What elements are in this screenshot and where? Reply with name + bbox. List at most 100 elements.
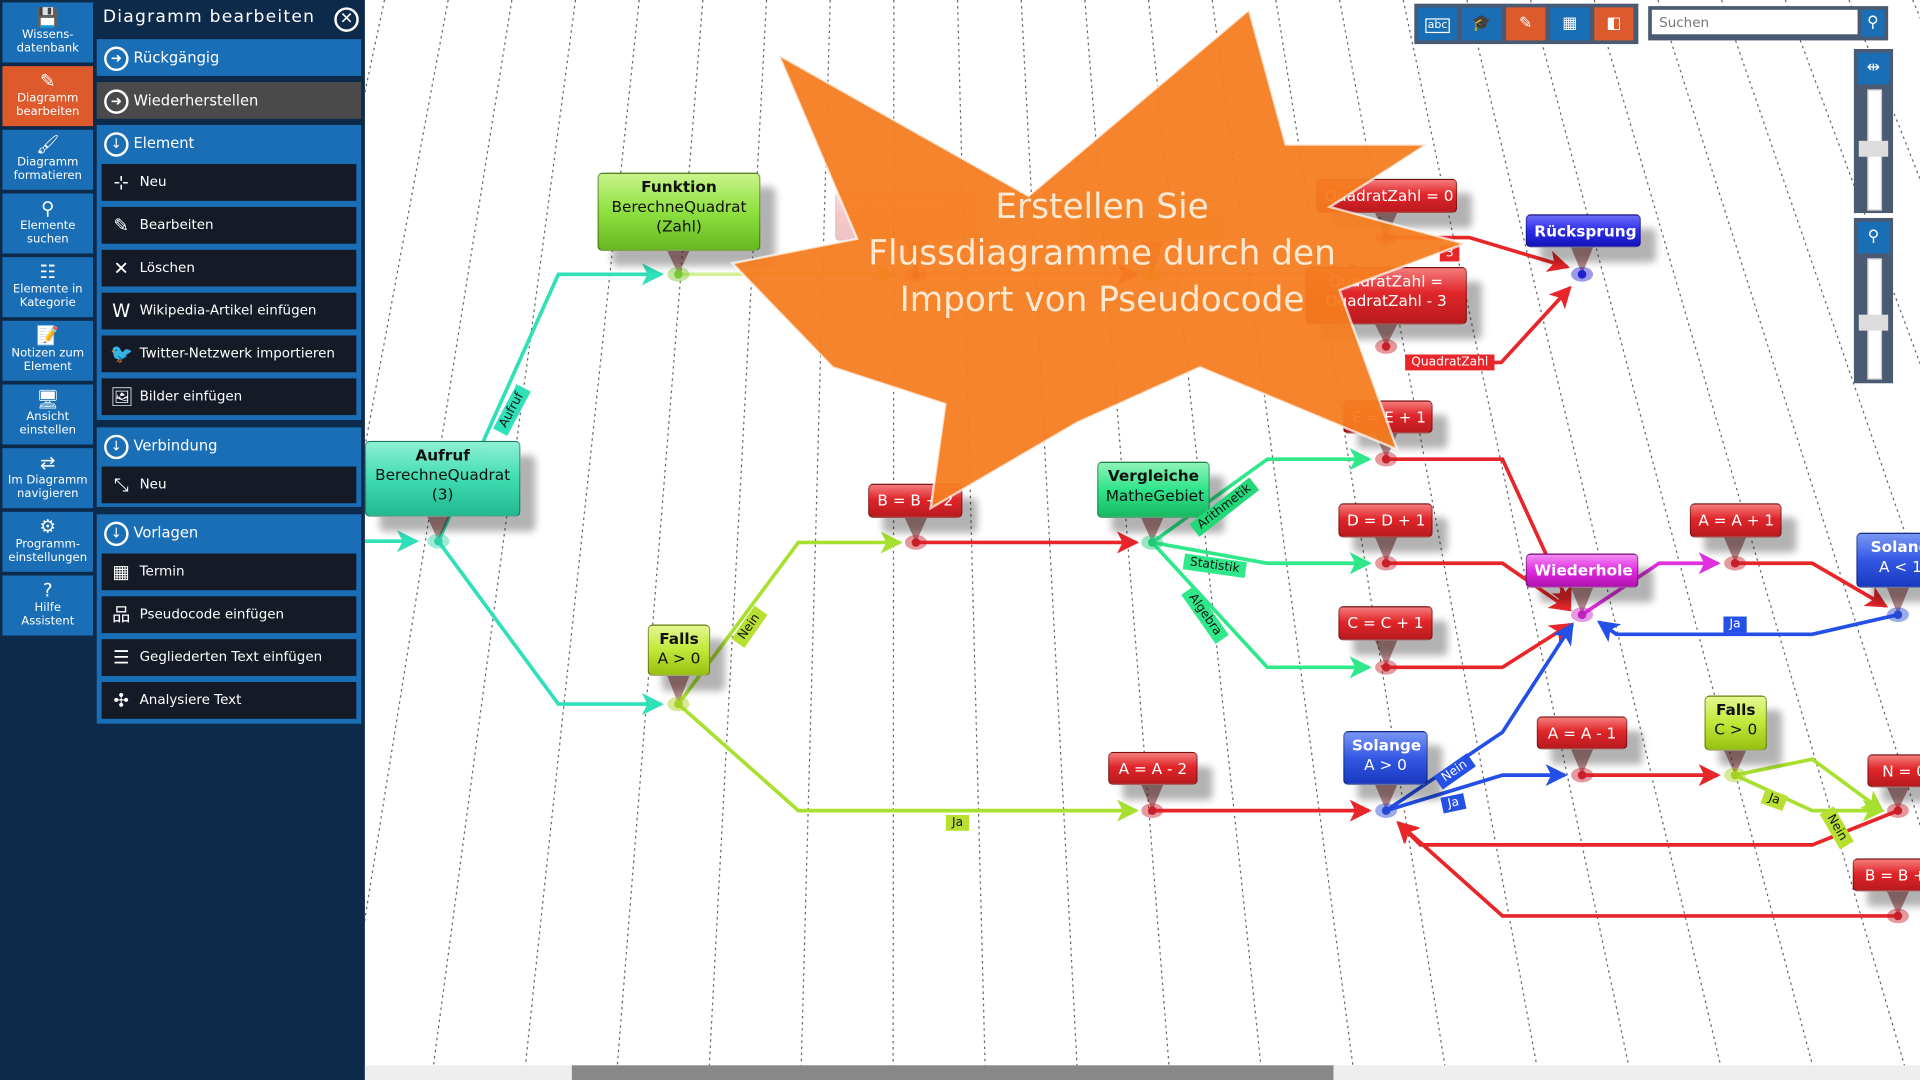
nav-label: Hilfe Assistent <box>21 601 75 628</box>
search-box: ⚲ <box>1648 6 1889 41</box>
new-connection-icon: ⤡ <box>113 473 129 496</box>
connection-edge[interactable] <box>1150 541 1372 679</box>
item-label: Löschen <box>139 259 195 276</box>
templates-item[interactable]: ☰Gegliederten Text einfügen <box>101 639 357 676</box>
spacing-icon[interactable]: ⇹ <box>1857 52 1890 85</box>
node-n0[interactable]: N = 0 <box>1867 754 1920 788</box>
learn-button[interactable]: 🎓 <box>1462 7 1502 41</box>
node-aa1m[interactable]: A = A - 1 <box>1536 716 1628 750</box>
zoom-icon[interactable]: ⚲ <box>1857 221 1890 254</box>
element-header[interactable]: ↓Element <box>97 125 361 162</box>
connection-edge[interactable] <box>1386 622 1573 670</box>
connection-edge[interactable] <box>1734 773 1885 822</box>
wikipedia-icon: W <box>112 300 131 323</box>
banner-line: Flussdiagramme durch den <box>868 232 1336 274</box>
node-anchor-dot <box>1147 538 1157 547</box>
node-ee1[interactable]: E = E + 1 <box>1343 400 1433 434</box>
node-anchor-dot <box>1381 806 1391 815</box>
outline-icon: ☰ <box>112 646 130 669</box>
nav-brush[interactable]: 🖌Diagramm formatieren <box>2 129 94 190</box>
scrollbar-thumb[interactable] <box>571 1065 1334 1080</box>
element-item[interactable]: 🖼Bilder einfügen <box>101 378 357 416</box>
connection-edge[interactable] <box>677 702 1140 822</box>
brush-icon: 🖌 <box>36 133 60 156</box>
gears-icon: ⚙ <box>39 515 56 538</box>
search-input[interactable] <box>1651 9 1858 35</box>
node-bbp[interactable]: B = B + <box>1852 858 1920 892</box>
item-label: Bilder einfügen <box>139 388 243 405</box>
connection-edge[interactable] <box>1735 561 1889 608</box>
templates-item[interactable]: ▦Termin <box>101 553 357 591</box>
horizontal-scrollbar[interactable] <box>364 1065 1920 1080</box>
connection-edge[interactable] <box>1451 285 1572 365</box>
connection-edge[interactable] <box>1581 552 1721 617</box>
node-anchor-dot <box>1577 270 1587 279</box>
table-button[interactable]: ▦ <box>1550 7 1590 41</box>
element-item[interactable]: ⊹Neu <box>101 164 357 201</box>
element-item[interactable]: ✕Löschen <box>101 249 357 287</box>
node-pointer <box>1571 749 1594 776</box>
search-button[interactable]: ⚲ <box>1861 9 1885 37</box>
node-pointer <box>667 675 690 705</box>
nav-help[interactable]: ?Hilfe Assistent <box>2 575 94 636</box>
connection-edge[interactable] <box>1385 622 1574 813</box>
nav-save[interactable]: 💾Wissens- datenbank <box>2 2 94 63</box>
grid-line <box>430 0 577 1080</box>
connection-edge[interactable] <box>1386 561 1573 612</box>
node-ruecksprung[interactable]: Rücksprung <box>1525 214 1641 248</box>
nav-pencil[interactable]: ✎Diagramm bearbeiten <box>2 66 94 127</box>
templates-item[interactable]: ✣Analysiere Text <box>101 682 357 719</box>
connection-edge[interactable] <box>1596 612 1899 643</box>
layout-slider-thumb[interactable] <box>1858 140 1889 157</box>
banner-line: Import von Pseudocode <box>899 279 1305 320</box>
connection-edge[interactable] <box>676 531 903 706</box>
connection-item[interactable]: ⤡Neu <box>101 466 357 504</box>
connection-header[interactable]: ↓Verbindung <box>97 427 361 464</box>
node-anchor-dot <box>434 536 443 546</box>
element-item[interactable]: 🐦Twitter-Netzwerk importieren <box>101 335 357 373</box>
node-dd1[interactable]: D = D + 1 <box>1338 503 1433 538</box>
close-icon[interactable]: ✕ <box>334 7 359 32</box>
connection-edge[interactable] <box>1734 757 1885 813</box>
connection-edge[interactable] <box>1396 821 1898 918</box>
edit-button[interactable]: ✎ <box>1506 7 1546 41</box>
node-aa1p[interactable]: A = A + 1 <box>1689 503 1782 538</box>
nav-gears[interactable]: ⚙Programm- einstellungen <box>2 511 94 572</box>
node-text: A = A - 1 <box>1547 723 1617 743</box>
node-text: C > 0 <box>1714 720 1758 739</box>
nav-arrows[interactable]: ⇄Im Diagramm navigieren <box>2 448 94 509</box>
layout-button[interactable]: ◧ <box>1594 7 1634 41</box>
node-anchor-dot <box>1381 558 1391 568</box>
text-view-button[interactable]: abc <box>1417 7 1458 41</box>
undo-button[interactable]: ➜Rückgängig <box>96 39 362 76</box>
templates-header[interactable]: ↓Vorlagen <box>97 514 361 551</box>
nav-search[interactable]: ⚲Elemente suchen <box>2 193 94 254</box>
nav-label: Elemente in Kategorie <box>12 282 83 310</box>
element-item[interactable]: ✎Bearbeiten <box>101 206 357 244</box>
nav-monitor[interactable]: 🖥Ansicht einstellen <box>2 384 94 445</box>
node-pointer <box>1141 784 1164 811</box>
node-aa2[interactable]: A = A - 2 <box>1108 751 1198 785</box>
connection-edge[interactable] <box>436 540 664 716</box>
node-cc1[interactable]: C = C + 1 <box>1338 606 1433 641</box>
connection-edge[interactable] <box>1385 764 1568 813</box>
node-wiederhole[interactable]: Wiederhole <box>1525 553 1639 588</box>
node-bb2[interactable]: B = B + 2 <box>868 483 963 518</box>
redo-button[interactable]: ➜Wiederherstellen <box>96 82 362 119</box>
nav-notes[interactable]: 📝Notizen zum Element <box>2 320 94 381</box>
node-text: B = B + <box>1864 865 1920 885</box>
connection-edge[interactable] <box>1151 540 1372 575</box>
item-label: Twitter-Netzwerk importieren <box>139 345 335 362</box>
nav-category[interactable]: ☷Elemente in Kategorie <box>2 257 94 318</box>
nav-label: Programm- einstellungen <box>8 537 88 564</box>
zoom-slider-thumb[interactable] <box>1858 314 1889 331</box>
